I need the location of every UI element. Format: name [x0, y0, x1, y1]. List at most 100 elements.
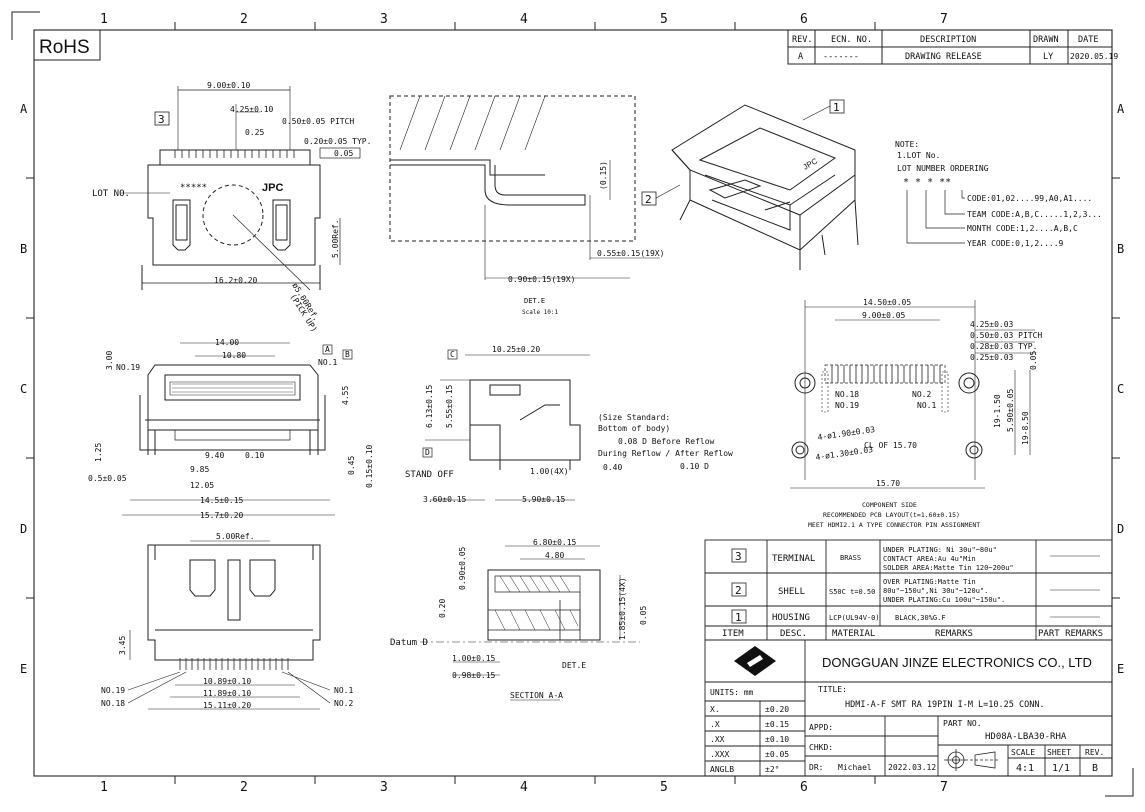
rev-cell-ecn: -------	[823, 52, 859, 62]
zone-num-b3: 3	[380, 780, 388, 795]
tol-xxxx-val: ±0.05	[765, 750, 789, 759]
pcb-caption1: COMPONENT SIDE	[862, 501, 917, 509]
bottom-view-labels: 5.00Ref. 3.45 10.89±0.10 11.89±0.10 15.1…	[101, 532, 353, 710]
note-code3: MONTH CODE:1,2....A,B,C	[967, 224, 1078, 233]
zone-letter-d: D	[20, 522, 27, 536]
rev-label: REV.	[1085, 748, 1104, 757]
tol-angle-val: ±2°	[765, 765, 779, 774]
inner-frame	[33, 29, 1113, 777]
tol-xxx-val: ±0.10	[765, 735, 789, 744]
top-dim-9: 9.00±0.10	[207, 81, 251, 90]
front-view	[122, 342, 335, 516]
det-dim-090: 0.90±0.15(19X)	[508, 275, 575, 284]
iso-balloons: 1 2	[641, 99, 845, 206]
front-dim-05: 0.5±0.05	[88, 474, 127, 483]
pcb-no19: NO.19	[835, 401, 859, 410]
side-note1: (Size Standard:	[598, 413, 670, 422]
bom-desc3: TERMINAL	[772, 554, 815, 564]
front-dim-125: 1.25	[94, 443, 103, 462]
pcb-caption3: MEET HDMI2.1 A TYPE CONNECTOR PIN ASSIGN…	[808, 521, 980, 529]
side-dim-1025: 10.25±0.20	[492, 345, 540, 354]
zone-letter-a: A	[20, 102, 28, 116]
rohs-label: RoHS	[39, 37, 90, 58]
company-logo	[734, 646, 776, 676]
bom-rem3-1: UNDER PLATING: Ni 30u"~80u"	[883, 546, 997, 554]
zone-num-1: 1	[100, 12, 108, 27]
zone-num-4: 4	[520, 12, 528, 27]
zone-letter-c: C	[20, 382, 27, 396]
bom-desc1: HOUSING	[772, 613, 810, 623]
side-dim-040: 0.40	[603, 463, 622, 472]
bottom-no19: NO.19	[101, 686, 125, 695]
bom-rem3-3: SOLDER AREA:Matte Tin 120~200u"	[883, 564, 1014, 572]
item1-balloon: 1	[833, 101, 840, 114]
zone-num-6: 6	[800, 12, 808, 27]
bom-item3: 3	[735, 550, 742, 563]
zone-numbers-bottom: 1 2 3 4 5 6 7	[100, 780, 948, 795]
note-code4: YEAR CODE:0,1,2....9	[967, 239, 1064, 248]
pcb-dim-028: 0.28±0.03 TYP.	[970, 342, 1037, 351]
front-dim-455: 4.55	[341, 386, 350, 405]
note-line1: 1.LOT No.	[897, 151, 940, 160]
zone-ticks	[26, 22, 1120, 784]
zone-letter-b: B	[20, 242, 27, 256]
top-dim-5ref: 5.00Ref.	[331, 219, 340, 258]
rohs-box	[33, 29, 101, 61]
top-dim-typ: 0.20±0.05 TYP.	[304, 137, 371, 146]
tol-x-key: X.	[710, 705, 720, 714]
bom-rem1-1: BLACK,30%G.F	[895, 614, 946, 622]
zone-num-b7: 7	[940, 780, 948, 795]
dr-label: DR:	[809, 763, 823, 772]
rev-cell-rev: A	[798, 52, 803, 62]
title-block-labels: DONGGUAN JINZE ELECTRONICS CO., LTD UNIT…	[710, 655, 1104, 774]
item3-balloon: 3	[158, 113, 165, 126]
front-dim-1205: 12.05	[190, 481, 214, 490]
tol-xx-key: .X	[710, 720, 720, 729]
note-line2: LOT NUMBER ORDERING	[897, 164, 989, 173]
bottom-no2: NO.2	[334, 699, 353, 708]
rev-header-drawn: DRAWN	[1033, 35, 1059, 45]
drawing-title: HDMI-A-F SMT RA 19PIN I-M L=10.25 CONN.	[845, 700, 1045, 710]
side-note2: Bottom of body)	[598, 424, 670, 433]
front-dim-045: 0.45	[347, 456, 356, 475]
det-e-title: DET.E	[524, 297, 545, 305]
bom-rem2-3: UNDER PLATING:Cu 100u"~150u".	[883, 596, 1005, 604]
rev-header-ecn: ECN. NO.	[831, 35, 872, 45]
zone-num-7: 7	[940, 12, 948, 27]
bom-header-desc: DESC.	[780, 629, 807, 639]
rev-cell-date: 2020.05.19	[1070, 52, 1118, 61]
sec-dim-090: 0.90±0.05	[458, 546, 467, 590]
sec-dim-020: 0.20	[438, 599, 447, 618]
scale-label: SCALE	[1011, 748, 1035, 757]
note-title: NOTE:	[895, 140, 919, 149]
bottom-no1: NO.1	[334, 686, 353, 695]
note-codes: * * * **	[903, 177, 951, 188]
bom-mat1: LCP(UL94V-0)	[829, 614, 880, 622]
rev-header-desc: DESCRIPTION	[920, 35, 976, 45]
front-dim-108: 10.80	[222, 351, 246, 360]
lot-no-label: LOT NO.	[92, 189, 130, 199]
sec-dim-480: 4.80	[545, 551, 564, 560]
front-view-labels: 14.00 10.80 3.00 4.55 1.25 9.40 9.85 12.…	[88, 338, 374, 520]
bom-rem2-2: 80u"~150u",Ni 30u"~120u".	[883, 587, 988, 595]
zone-numbers-top: 1 2 3 4 5 6 7	[100, 12, 948, 27]
top-brand: JPC	[262, 182, 283, 194]
sheet-value: 1/1	[1052, 763, 1070, 774]
drawn-date: 2022.03.12	[888, 763, 936, 772]
pcb-cl: CL OF 15.70	[864, 441, 917, 450]
datum-b: B	[345, 350, 350, 359]
pcb-layout	[790, 300, 1035, 489]
zone-num-3: 3	[380, 12, 388, 27]
revision-table: REV. ECN. NO. DESCRIPTION DRAWN DATE A -…	[787, 29, 1118, 65]
datum-d-label: Datum D	[390, 638, 428, 648]
datum-d: D	[425, 448, 430, 457]
det-e-view	[389, 95, 660, 280]
section-title: SECTION A-A	[510, 691, 563, 700]
pcb-dim-590: 5.90±0.05	[1006, 388, 1015, 432]
part-no-label: PART NO.	[943, 719, 982, 728]
zone-letters: A B C D E A B C D E	[20, 102, 1125, 676]
note-code1: CODE:01,02....99,A0,A1....	[967, 194, 1092, 203]
bottom-no18: NO.18	[101, 699, 125, 708]
